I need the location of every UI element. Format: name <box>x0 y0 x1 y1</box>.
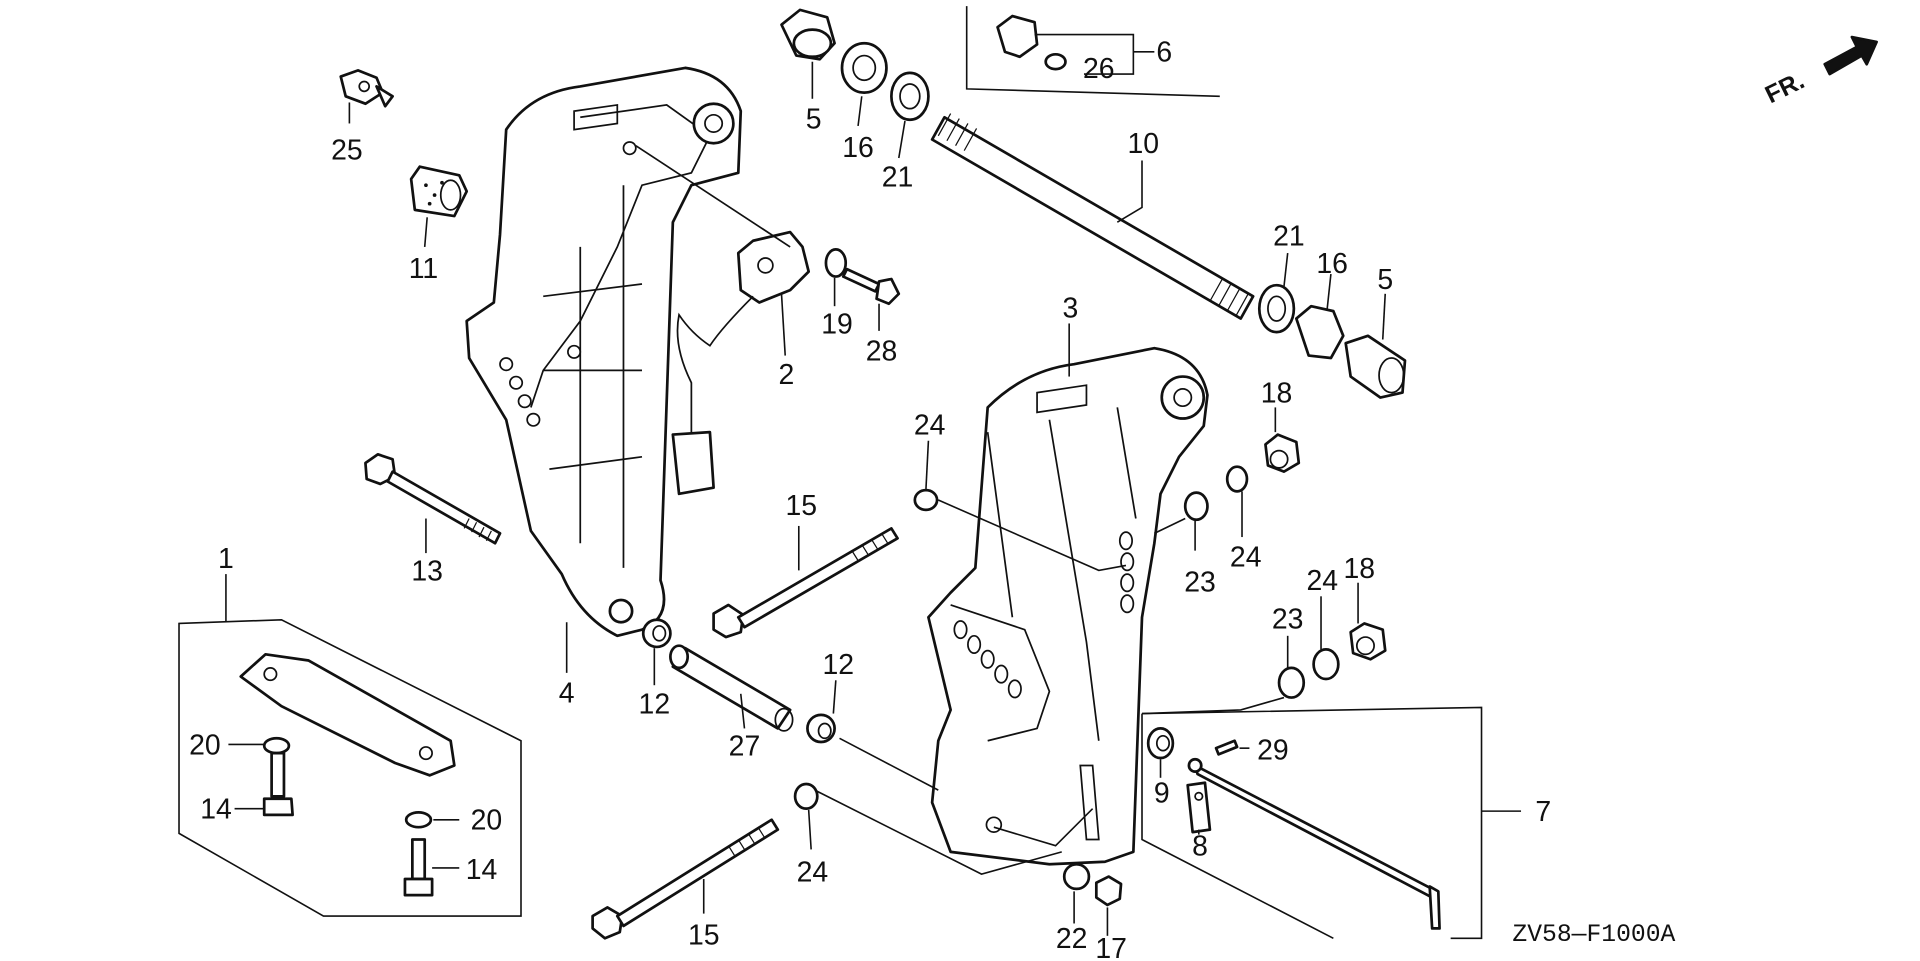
callout-28: 28 <box>866 336 898 368</box>
tilt-lock-box <box>1141 706 1483 940</box>
washer-top <box>890 71 930 122</box>
callout-3: 3 <box>1063 292 1079 324</box>
callout-26: 26 <box>1083 53 1115 85</box>
callout-21-right: 21 <box>1273 221 1305 253</box>
callout-15-upper: 15 <box>785 490 817 522</box>
callout-14-lower: 14 <box>466 854 498 886</box>
nut-18-lower <box>1349 622 1387 661</box>
shaft-nut-top <box>780 8 836 61</box>
callout-7: 7 <box>1535 796 1551 828</box>
callout-18-upper: 18 <box>1261 377 1293 409</box>
callout-21-top: 21 <box>882 161 914 193</box>
callout-23-lower: 23 <box>1272 603 1304 635</box>
bolt-15-upper <box>712 488 939 639</box>
callout-1: 1 <box>218 543 234 575</box>
callout-24-b: 24 <box>1230 542 1262 574</box>
bolt-28 <box>841 267 901 306</box>
callout-12-right: 12 <box>823 649 855 681</box>
callout-22: 22 <box>1056 923 1088 955</box>
diagram-code: ZV58—F1000A <box>1512 921 1675 949</box>
washer-24-right <box>1312 648 1340 681</box>
leader-lines <box>225 61 1522 936</box>
callout-15-lower: 15 <box>688 919 720 951</box>
bolt-15-lower <box>591 782 819 940</box>
swivel-shaft <box>930 113 1255 320</box>
callout-16-top: 16 <box>842 132 874 164</box>
callout-5-right: 5 <box>1377 264 1393 296</box>
callout-20-upper: 20 <box>189 729 221 761</box>
front-label: FR. <box>1761 67 1809 109</box>
callout-numbers: 1 2 3 4 5 5 6 7 8 9 10 11 12 12 13 14 14… <box>189 37 1551 961</box>
washer-23-upper <box>1183 491 1209 522</box>
washer-23-lower <box>1277 666 1306 699</box>
callout-19: 19 <box>821 308 853 340</box>
callout-13: 13 <box>411 555 443 587</box>
nut-17 <box>1094 875 1123 907</box>
anode-assembly <box>178 618 522 917</box>
callout-24-c: 24 <box>1306 565 1338 597</box>
tube-27 <box>669 644 794 732</box>
callout-10: 10 <box>1127 128 1159 160</box>
right-bracket <box>927 346 1209 866</box>
grease-nipple-set <box>965 6 1220 98</box>
bolt-13 <box>364 452 502 545</box>
left-bracket <box>465 66 743 638</box>
callout-25: 25 <box>331 134 363 166</box>
callout-17: 17 <box>1095 933 1127 960</box>
callout-8: 8 <box>1192 831 1208 863</box>
nut-18-upper <box>1264 433 1301 473</box>
callout-2: 2 <box>779 359 795 391</box>
clip-25 <box>339 69 394 108</box>
callout-24-d: 24 <box>797 857 829 889</box>
callout-24-a: 24 <box>914 410 946 442</box>
shaft-hardware-right <box>1257 283 1407 399</box>
rubber-mount-11 <box>409 165 469 218</box>
callout-6: 6 <box>1156 37 1172 69</box>
washer-24-upper <box>1225 465 1249 493</box>
callout-4: 4 <box>559 677 575 709</box>
washer-19 <box>824 248 848 278</box>
callout-29: 29 <box>1257 734 1289 766</box>
callout-14-upper: 14 <box>200 794 232 826</box>
callout-9: 9 <box>1154 777 1170 809</box>
collar-12-right <box>806 713 836 744</box>
callout-16-right: 16 <box>1316 248 1348 280</box>
callout-11: 11 <box>409 253 438 285</box>
callout-12-left: 12 <box>639 689 671 721</box>
bushing-top <box>840 41 888 94</box>
callout-18-lower: 18 <box>1344 553 1376 585</box>
washer-22 <box>1062 862 1091 891</box>
callout-20-lower: 20 <box>471 805 503 837</box>
callout-5-top: 5 <box>806 103 822 135</box>
collar-12-left <box>641 618 672 649</box>
callout-23-upper: 23 <box>1184 566 1216 598</box>
front-direction-arrow: FR. <box>1761 35 1878 109</box>
tilt-switch <box>635 144 811 496</box>
callout-27: 27 <box>729 731 761 763</box>
